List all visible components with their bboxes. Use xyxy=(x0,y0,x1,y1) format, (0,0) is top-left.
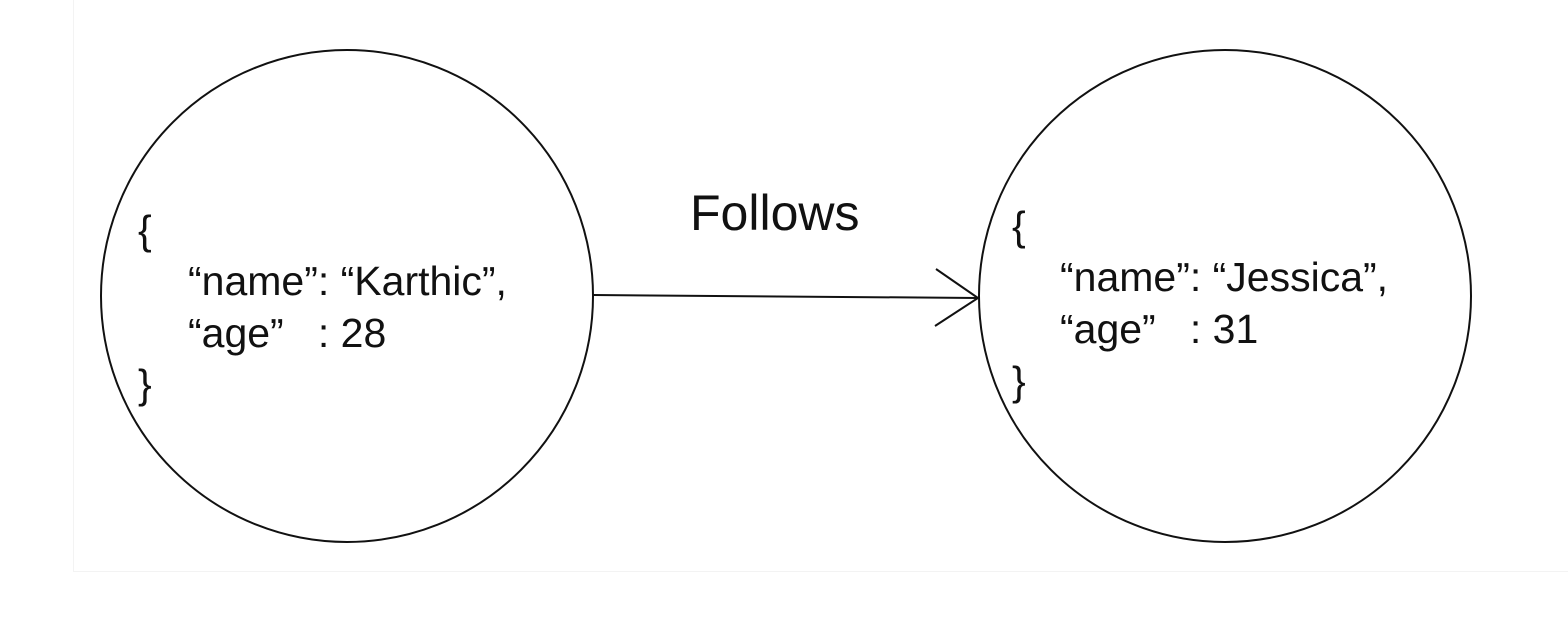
target-age-field: “age” : 31 xyxy=(1060,306,1259,352)
source-age-field: “age” : 28 xyxy=(188,310,387,356)
source-close-brace: } xyxy=(138,361,152,407)
arrowhead-icon xyxy=(934,268,980,327)
target-node-circle xyxy=(978,49,1472,543)
source-open-brace: { xyxy=(138,207,152,253)
target-name-field: “name”: “Jessica”, xyxy=(1060,254,1389,300)
source-name-field: “name”: “Karthic”, xyxy=(188,258,507,304)
edge-label: Follows xyxy=(690,185,860,241)
follows-edge-line xyxy=(592,294,979,299)
diagram-canvas xyxy=(73,0,1568,572)
target-open-brace: { xyxy=(1012,203,1026,249)
target-close-brace: } xyxy=(1012,358,1026,404)
